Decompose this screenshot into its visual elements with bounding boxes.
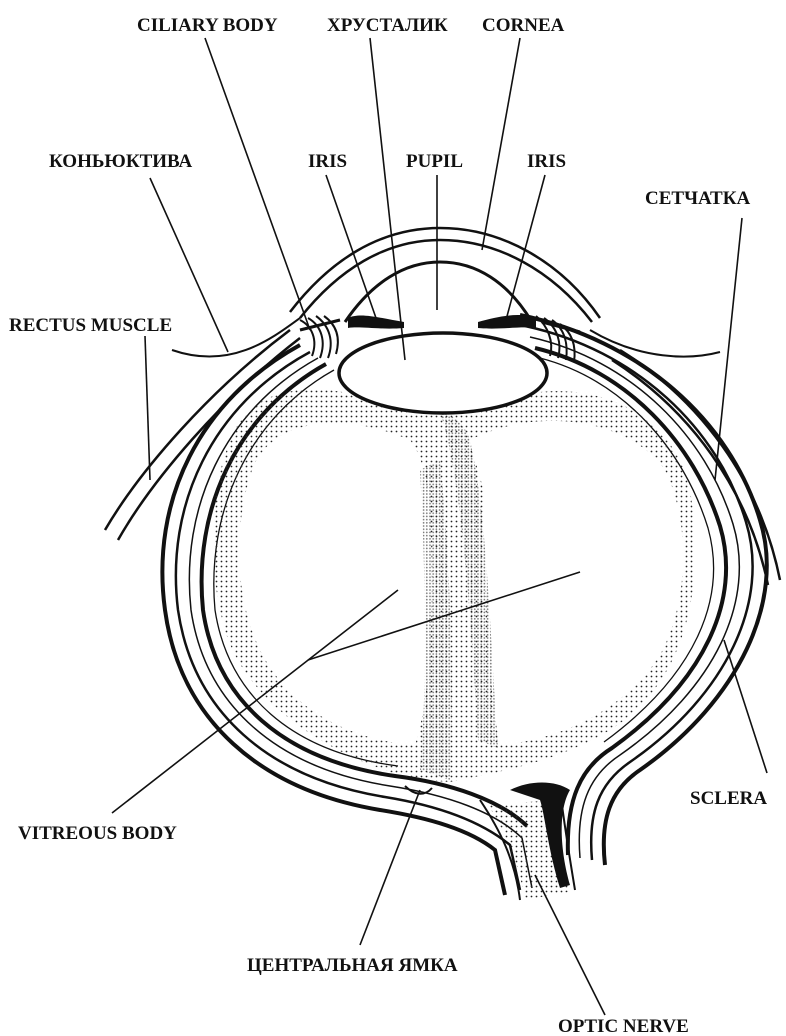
vitreous-body [213,390,696,782]
lens [339,333,547,413]
label-retina: СЕТЧАТКА [645,188,751,209]
leader-rectus-muscle [145,336,150,480]
optic-nerve [480,783,575,901]
label-vitreous-body: VITREOUS BODY [18,823,177,844]
leader-retina [715,218,742,480]
leader-cornea [482,38,520,250]
cornea-outer [290,228,600,318]
label-rectus-muscle: RECTUS MUSCLE [9,315,172,336]
label-optic-nerve: OPTIC NERVE [558,1016,689,1036]
leader-optic-nerve [535,875,605,1015]
vitreous-inner-right [470,421,683,745]
label-cornea: CORNEA [482,15,565,36]
label-iris-left: IRIS [308,151,347,172]
lens-shape [339,333,547,413]
label-sclera: SCLERA [690,788,767,809]
cornea-inner [345,262,532,322]
leader-iris-left [326,175,376,318]
leader-iris-right [506,175,545,320]
label-iris-right: IRIS [527,151,566,172]
label-conjunctiva: КОНЬЮКТИВА [49,151,193,172]
leader-lens [370,38,405,360]
label-lens: ХРУСТАЛИК [327,15,448,36]
label-pupil: PUPIL [406,151,463,172]
label-fovea: ЦЕНТРАЛЬНАЯ ЯМКА [247,955,458,976]
label-ciliary-body: CILIARY BODY [137,15,278,36]
leader-sclera [724,640,767,773]
leader-ciliary-body [205,38,310,330]
